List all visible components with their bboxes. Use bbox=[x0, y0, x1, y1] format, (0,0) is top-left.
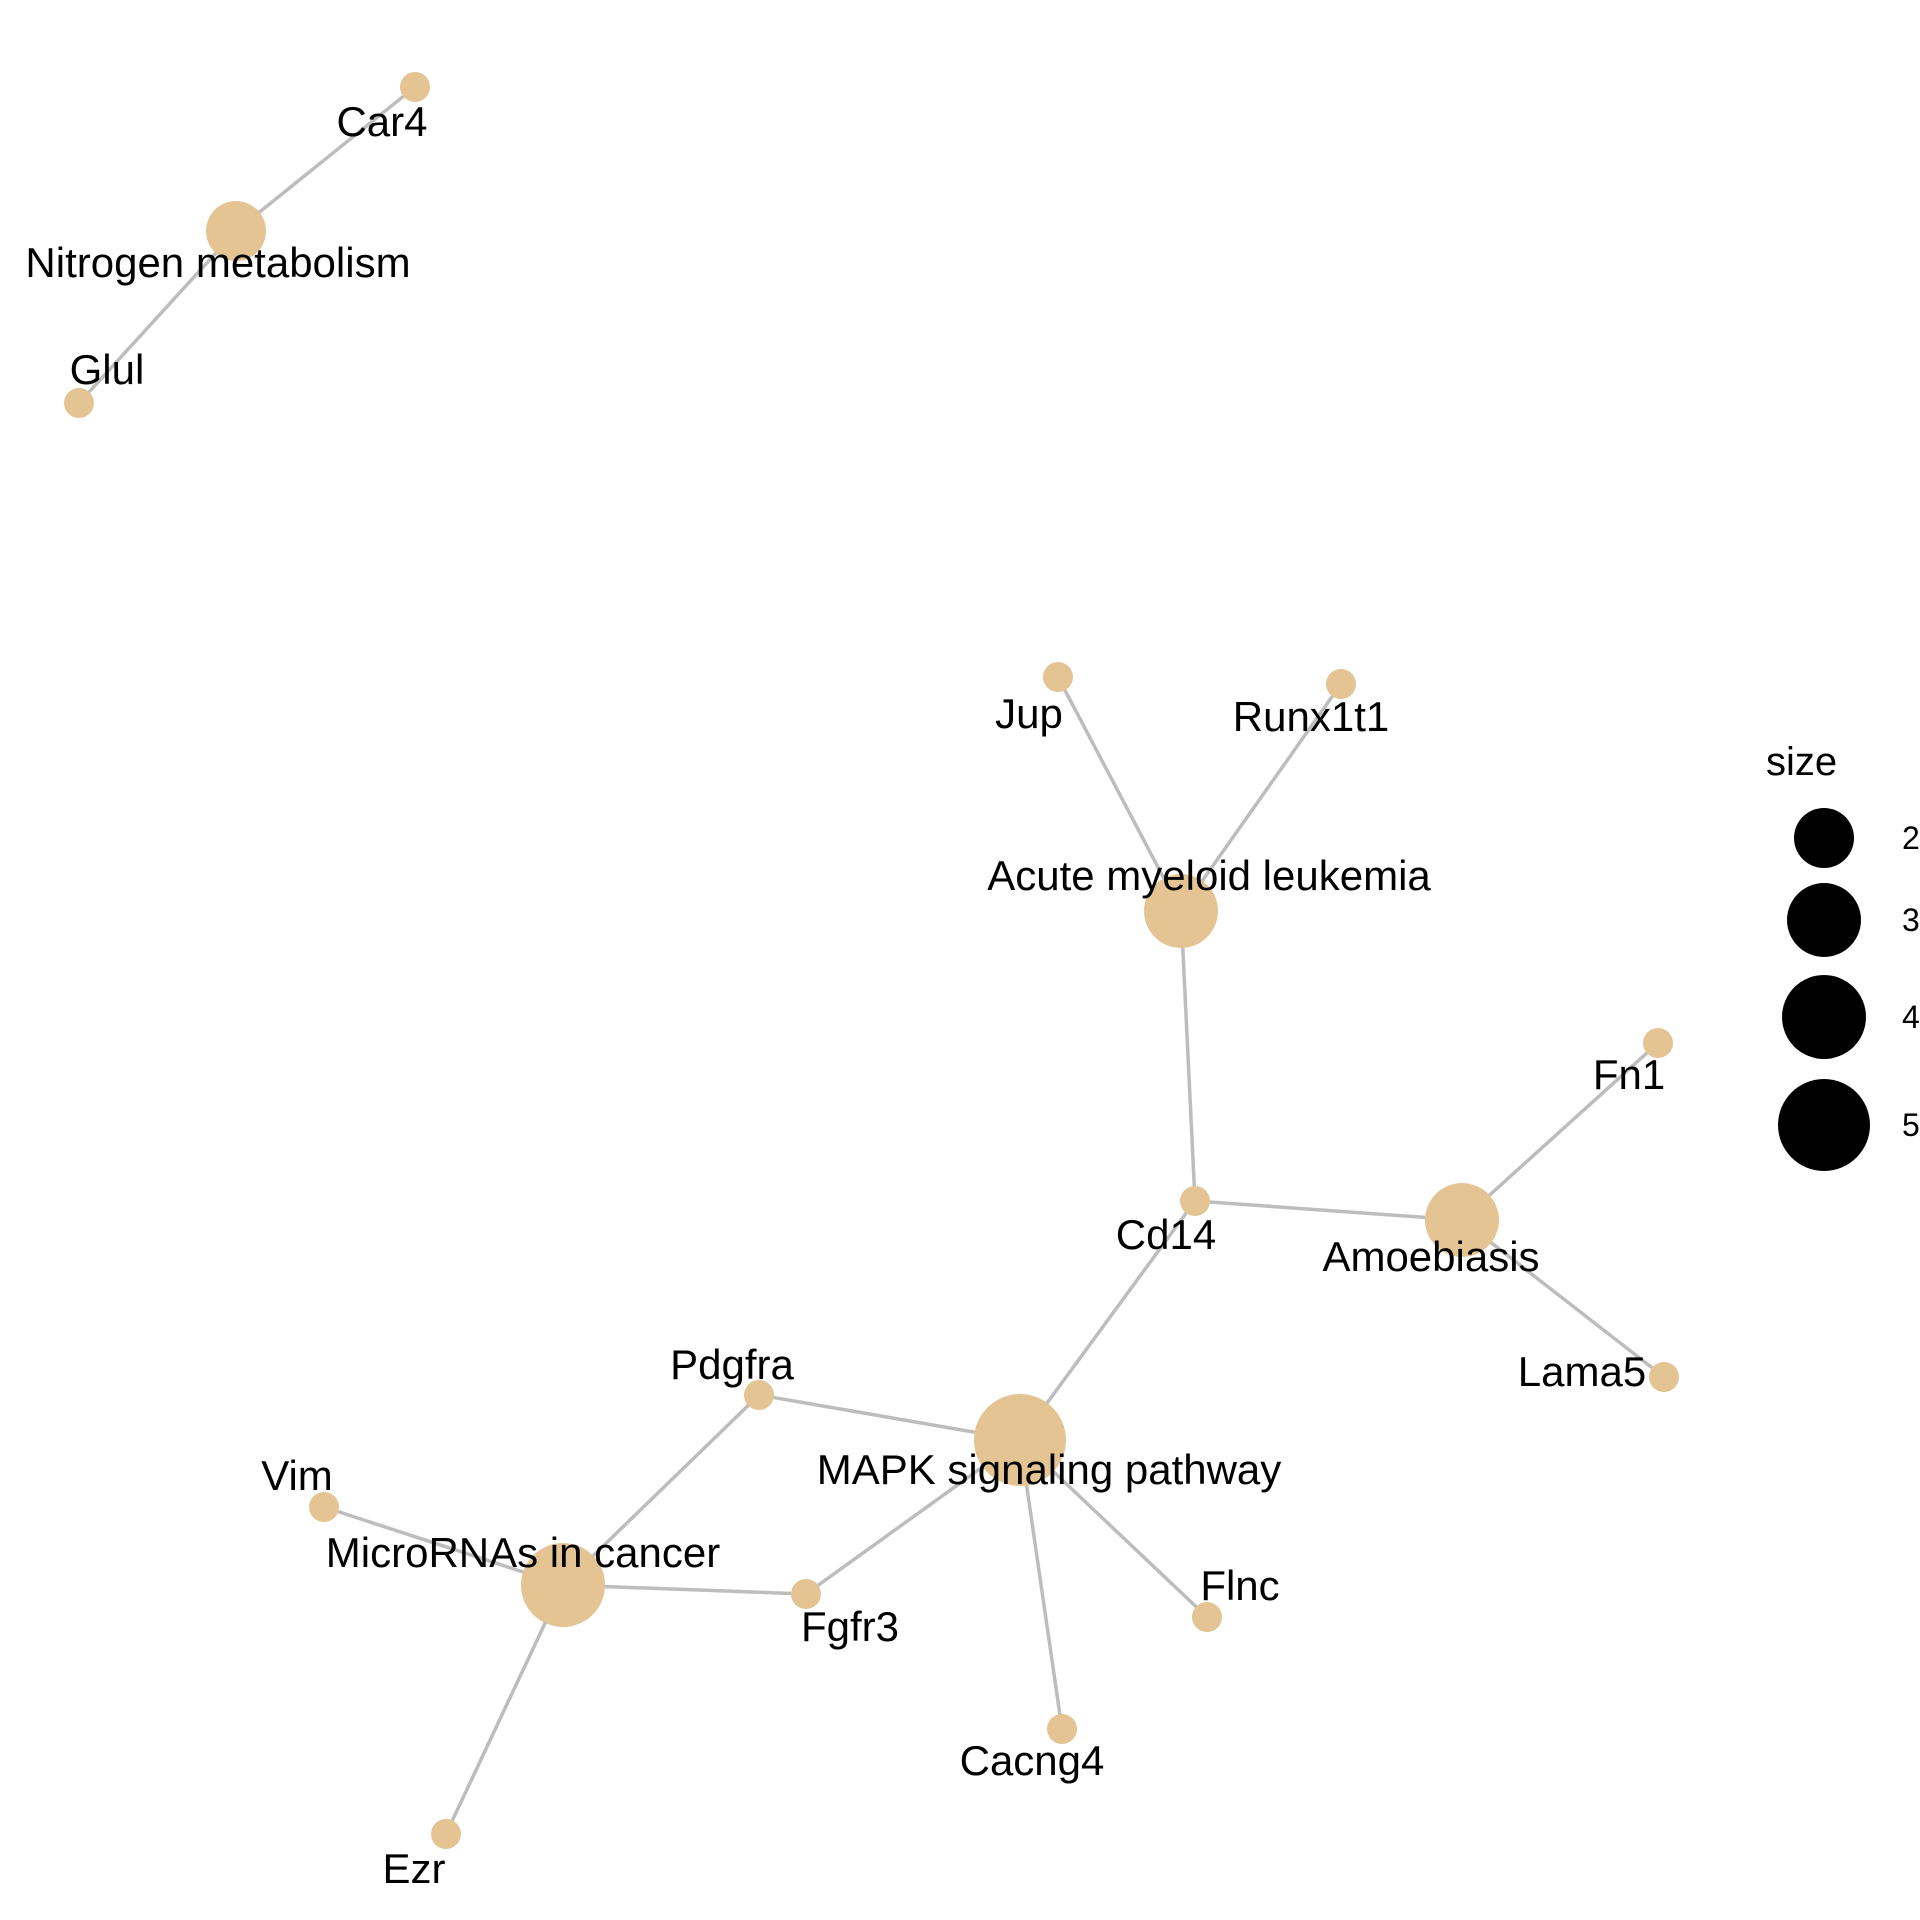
edge-mirna-pdgfra bbox=[561, 1393, 761, 1587]
node-label-cd14: Cd14 bbox=[1116, 1211, 1216, 1258]
edge-amoeb-fn1 bbox=[1460, 1041, 1660, 1222]
node-lama5 bbox=[1649, 1362, 1679, 1392]
edge-amoeb-cd14 bbox=[1194, 1199, 1463, 1222]
legend-items: 2 3 4 5 bbox=[1778, 808, 1920, 1171]
node-amoeb bbox=[1425, 1183, 1499, 1257]
node-label-aml: Acute myeloid leukemia bbox=[987, 852, 1431, 899]
node-label-flnc: Flnc bbox=[1200, 1562, 1279, 1609]
node-label-mirna: MicroRNAs in cancer bbox=[326, 1529, 720, 1576]
legend-label-2: 2 bbox=[1902, 820, 1920, 856]
legend-label-5: 5 bbox=[1902, 1107, 1920, 1143]
edge-aml-cd14 bbox=[1179, 910, 1197, 1202]
edge-nitrogen-glul bbox=[77, 229, 238, 405]
legend-dot-2 bbox=[1794, 808, 1854, 868]
node-label-fgfr3: Fgfr3 bbox=[801, 1603, 899, 1650]
node-nitrogen bbox=[206, 201, 266, 261]
node-mapk bbox=[974, 1394, 1066, 1486]
edge-mirna-ezr bbox=[444, 1584, 565, 1835]
edge-amoeb-lama5 bbox=[1460, 1218, 1666, 1379]
node-label-jup: Jup bbox=[995, 690, 1063, 737]
node-flnc bbox=[1192, 1602, 1222, 1632]
node-label-ezr: Ezr bbox=[383, 1845, 446, 1892]
node-aml bbox=[1144, 874, 1218, 948]
node-label-runx: Runx1t1 bbox=[1233, 693, 1389, 740]
legend-dot-4 bbox=[1782, 975, 1866, 1059]
legend-title: size bbox=[1766, 740, 1837, 784]
legend-dot-3 bbox=[1787, 883, 1861, 957]
node-runx bbox=[1326, 669, 1356, 699]
node-label-vim: Vim bbox=[261, 1452, 333, 1499]
node-label-pdgfra: Pdgfra bbox=[670, 1341, 794, 1388]
legend-label-3: 3 bbox=[1902, 902, 1920, 938]
node-label-fn1: Fn1 bbox=[1593, 1051, 1665, 1098]
legend-label-4: 4 bbox=[1902, 999, 1920, 1035]
node-pdgfra bbox=[744, 1380, 774, 1410]
node-ezr bbox=[431, 1819, 461, 1849]
edge-mapk-cacng4 bbox=[1018, 1439, 1064, 1730]
node-label-nitrogen: Nitrogen metabolism bbox=[25, 239, 410, 286]
edge-mapk-cd14 bbox=[1018, 1199, 1197, 1442]
size-legend: size 2 3 4 5 bbox=[1766, 740, 1920, 1171]
node-fn1 bbox=[1643, 1028, 1673, 1058]
node-label-glul: Glul bbox=[70, 346, 145, 393]
nodes-layer bbox=[64, 72, 1679, 1849]
node-label-car4: Car4 bbox=[336, 98, 427, 145]
node-label-cacng4: Cacng4 bbox=[960, 1737, 1105, 1784]
node-label-lama5: Lama5 bbox=[1518, 1348, 1646, 1395]
node-cacng4 bbox=[1047, 1714, 1077, 1744]
edges-layer bbox=[77, 85, 1666, 1835]
node-car4 bbox=[400, 72, 430, 102]
legend-dot-5 bbox=[1778, 1079, 1870, 1171]
node-cd14 bbox=[1180, 1186, 1210, 1216]
node-fgfr3 bbox=[791, 1579, 821, 1609]
edge-aml-jup bbox=[1056, 676, 1183, 912]
node-label-mapk: MAPK signaling pathway bbox=[817, 1446, 1282, 1493]
node-mirna bbox=[521, 1543, 605, 1627]
node-label-amoeb: Amoebiasis bbox=[1322, 1233, 1539, 1280]
edge-aml-runx bbox=[1179, 682, 1343, 913]
node-vim bbox=[309, 1492, 339, 1522]
edge-nitrogen-car4 bbox=[234, 85, 417, 233]
node-jup bbox=[1043, 662, 1073, 692]
node-glul bbox=[64, 388, 94, 418]
